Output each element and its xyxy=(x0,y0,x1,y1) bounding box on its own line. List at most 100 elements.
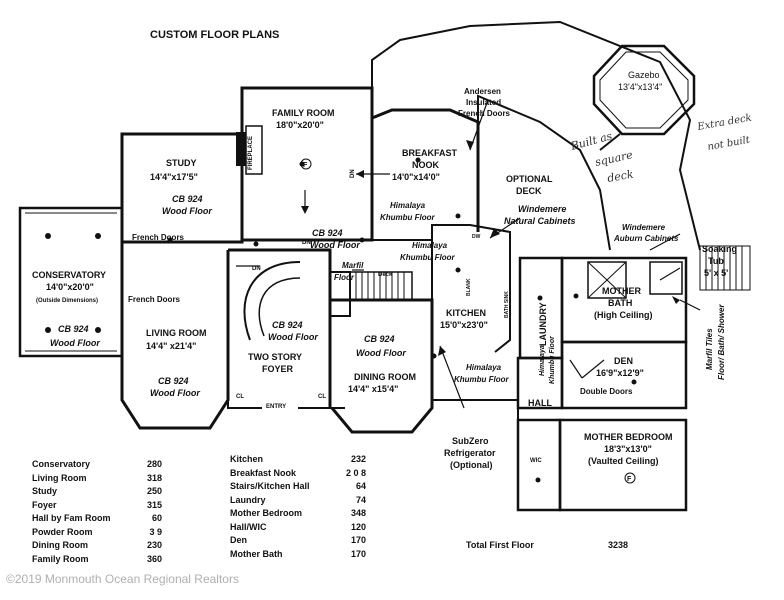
laundry-himalaya2: Khumbu Floor xyxy=(549,335,556,384)
french-doors-upper: French Doors xyxy=(132,233,185,242)
dining-floor1: CB 924 xyxy=(364,334,395,344)
fan-symbol-1: F xyxy=(303,162,308,169)
dining-dims: 14'4" x15'4" xyxy=(348,384,398,394)
foyer-floor2: Wood Floor xyxy=(268,332,318,342)
area-value: 232 xyxy=(350,454,366,464)
conservatory-name: CONSERVATORY xyxy=(32,270,106,280)
french-doors-lower: French Doors xyxy=(128,295,181,304)
wic-name: WIC xyxy=(530,458,542,464)
dining-floor2: Wood Floor xyxy=(356,348,406,358)
windemere-auburn-2: Auburn Cabinets xyxy=(613,234,679,243)
study-outline xyxy=(120,132,244,244)
area-value: 280 xyxy=(146,459,162,469)
kitchen-dims: 15'0"x23'0" xyxy=(440,320,488,330)
area-value: 318 xyxy=(146,472,162,483)
dn-label-2: DN xyxy=(302,240,311,246)
area-row: Powder Room 3 9 xyxy=(32,526,162,540)
gazebo-name: Gazebo xyxy=(628,70,660,80)
handwritten-built-2: square xyxy=(594,148,634,169)
area-value: 315 xyxy=(146,499,162,510)
deck-name1: OPTIONAL xyxy=(506,174,553,184)
kitchen-himalaya2: Khumbu Floor xyxy=(400,253,456,262)
subzero-3: (Optional) xyxy=(450,460,493,470)
area-room-name: Breakfast Nook xyxy=(230,467,297,478)
hall-name: HALL xyxy=(528,398,552,408)
nook-himalaya2: Khumbu Floor xyxy=(380,213,436,222)
living-floor1: CB 924 xyxy=(158,376,189,386)
area-value: 120 xyxy=(350,521,366,532)
area-room-name: Family Room xyxy=(32,553,89,564)
mother-bedroom-dims: 18'3"x13'0" xyxy=(604,444,652,454)
dn-label-3: DN xyxy=(252,266,261,272)
dining-room-outline xyxy=(330,298,434,434)
nook-dims: 14'0"x14'0" xyxy=(392,172,440,182)
mother-bedroom-note: (Vaulted Ceiling) xyxy=(588,456,659,466)
foyer-name2: FOYER xyxy=(262,364,294,374)
area-room-name: Powder Room xyxy=(32,526,93,537)
living-room-name: LIVING ROOM xyxy=(146,328,207,338)
powder-room-outline xyxy=(329,271,351,317)
watermark: ©2019 Monmouth Ocean Regional Realtors xyxy=(6,572,239,586)
mother-bedroom-name: MOTHER BEDROOM xyxy=(584,432,673,442)
area-room-name: Laundry xyxy=(230,494,266,505)
area-value: 360 xyxy=(146,553,162,564)
optional-deck-outline xyxy=(477,94,611,251)
family-cb924: CB 924 xyxy=(312,228,343,238)
hall-himalaya2: Khumbu Floor xyxy=(454,375,510,384)
area-row: Kitchen 232 xyxy=(230,453,366,467)
area-room-name: Kitchen xyxy=(230,454,264,464)
mother-bath-name2: BATH xyxy=(608,298,632,308)
nook-name2: NOOK xyxy=(412,160,440,170)
area-row: Family Room 360 xyxy=(32,553,162,567)
laundry-name: LAUNDRY xyxy=(538,302,548,346)
area-value: 3 9 xyxy=(149,526,162,537)
study-floor2: Wood Floor xyxy=(162,206,212,216)
conservatory-note: (Outside Dimensions) xyxy=(36,298,98,304)
area-room-name: Mother Bath xyxy=(230,548,283,559)
area-room-name: Stairs/Kitchen Hall xyxy=(230,481,310,491)
area-value: 170 xyxy=(350,535,366,545)
area-room-name: Hall/WIC xyxy=(230,521,267,532)
living-room-dims: 14'4" x21'4" xyxy=(146,341,196,351)
handwritten-built-3: deck xyxy=(606,168,635,185)
area-room-name: Conservatory xyxy=(32,459,91,469)
conservatory-dims: 14'0"x20'0" xyxy=(46,282,94,292)
family-room-name: FAMILY ROOM xyxy=(272,108,335,118)
dining-name: DINING ROOM xyxy=(354,372,416,382)
area-value: 230 xyxy=(146,540,162,550)
family-room-dims: 18'0"x20'0" xyxy=(276,120,324,130)
area-row: Hall/WIC 120 xyxy=(230,521,366,535)
andersen-3: French Doors xyxy=(458,109,511,118)
marfil-tiles-1: Marfil Tiles xyxy=(705,328,714,370)
dw-label: DW xyxy=(472,234,481,240)
area-room-name: Mother Bedroom xyxy=(230,508,302,518)
fan-symbol-2: F xyxy=(627,476,632,483)
marfil-tiles-2: Floor/ Bath/ Shower xyxy=(717,304,726,380)
mother-bath-note: (High Ceiling) xyxy=(594,310,653,320)
conservatory-floor1: CB 924 xyxy=(58,324,89,334)
family-wood-floor: Wood Floor xyxy=(310,240,360,250)
total-first-floor-value: 3238 xyxy=(608,540,629,550)
soaking-2: Tub xyxy=(708,256,724,266)
gazebo-dims: 13'4"x13'4" xyxy=(618,82,662,92)
den-name: DEN xyxy=(614,356,633,366)
dn-label-1: DN xyxy=(350,169,356,178)
area-row: Conservatory 280 xyxy=(32,458,162,472)
windemere-natural-2: Natural Cabinets xyxy=(504,216,576,226)
kitchen-himalaya1: Himalaya xyxy=(412,241,448,250)
hall-outline xyxy=(516,356,564,410)
foyer-floor1: CB 924 xyxy=(272,320,303,330)
area-value: 170 xyxy=(350,548,366,559)
wic-outline xyxy=(516,418,562,512)
kitchen-name: KITCHEN xyxy=(446,308,486,318)
deck-small-label: Deck xyxy=(378,272,393,278)
